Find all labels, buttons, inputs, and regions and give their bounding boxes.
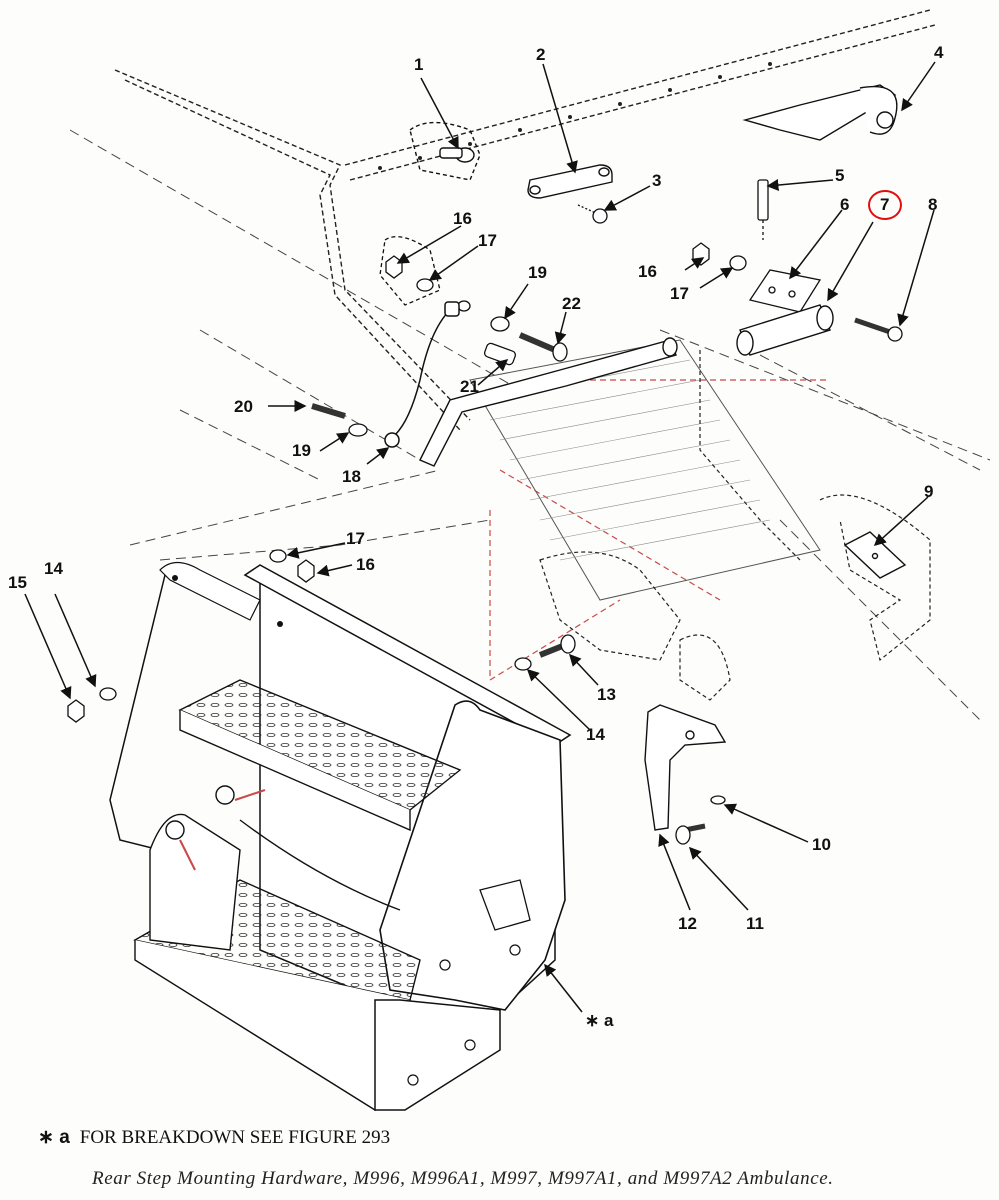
callout-19: 19 (528, 263, 547, 282)
item-2-link (527, 164, 613, 199)
callout-19: 19 (292, 441, 311, 460)
callout-18: 18 (342, 467, 361, 486)
item-4-strap-hook (742, 84, 898, 141)
item-1-pin (409, 121, 481, 181)
callout-16: 16 (453, 209, 472, 228)
footnote-text: FOR BREAKDOWN SEE FIGURE 293 (79, 1127, 391, 1148)
callout-20: 20 (234, 397, 253, 416)
callout-1: 1 (414, 55, 424, 74)
item-6-bracket (748, 269, 822, 313)
leader-lines (24, 61, 936, 1013)
item-3-screw (577, 204, 608, 224)
callout-3: 3 (652, 171, 662, 190)
callout-17: 17 (478, 231, 497, 250)
body-rail (114, 9, 936, 431)
callout-22: 22 (562, 294, 581, 313)
crossmember-mesh (469, 339, 821, 601)
footnote-mark: ∗ a (38, 1127, 70, 1148)
callout-16: 16 (356, 555, 375, 574)
figure-caption: Rear Step Mounting Hardware, M996, M996A… (92, 1168, 834, 1189)
mount-brackets (539, 350, 931, 701)
callout-14: 14 (44, 559, 63, 578)
callout-15: 15 (8, 573, 27, 592)
callout-4: 4 (934, 43, 944, 62)
callout-5: 5 (835, 166, 845, 185)
item-8-bolt (854, 317, 903, 342)
item-12-hinge-bracket (644, 704, 727, 831)
rear-step-assembly (109, 561, 572, 1112)
handle-rod (419, 337, 678, 467)
item-18-lanyard (384, 301, 460, 448)
callout-8: 8 (928, 195, 938, 214)
callout-16: 16 (638, 262, 657, 281)
highlight-circle-item-7 (868, 190, 902, 220)
item-9-plate (843, 531, 907, 579)
callout-6: 6 (840, 195, 850, 214)
callout-17: 17 (670, 284, 689, 303)
callout-2: 2 (536, 45, 546, 64)
callout-14: 14 (586, 725, 605, 744)
callout-12: 12 (678, 914, 697, 933)
body-outline (69, 129, 991, 721)
item-10-washer (710, 795, 726, 805)
callout-11: 11 (746, 914, 764, 933)
callout-breakdown-a: ∗ a (585, 1011, 614, 1030)
callout-10: 10 (812, 835, 831, 854)
callout-9: 9 (924, 482, 934, 501)
item-7-tube (736, 304, 834, 356)
item-5-pin (757, 179, 769, 240)
item-11-bolt (675, 823, 706, 845)
rail-holes (378, 62, 772, 170)
callout-17: 17 (346, 529, 365, 548)
callout-13: 13 (597, 685, 616, 704)
reference-outline-red (489, 379, 830, 682)
breakdown-footnote: ∗ a FOR BREAKDOWN SEE FIGURE 293 (38, 1126, 390, 1149)
callout-21: 21 (460, 377, 479, 396)
